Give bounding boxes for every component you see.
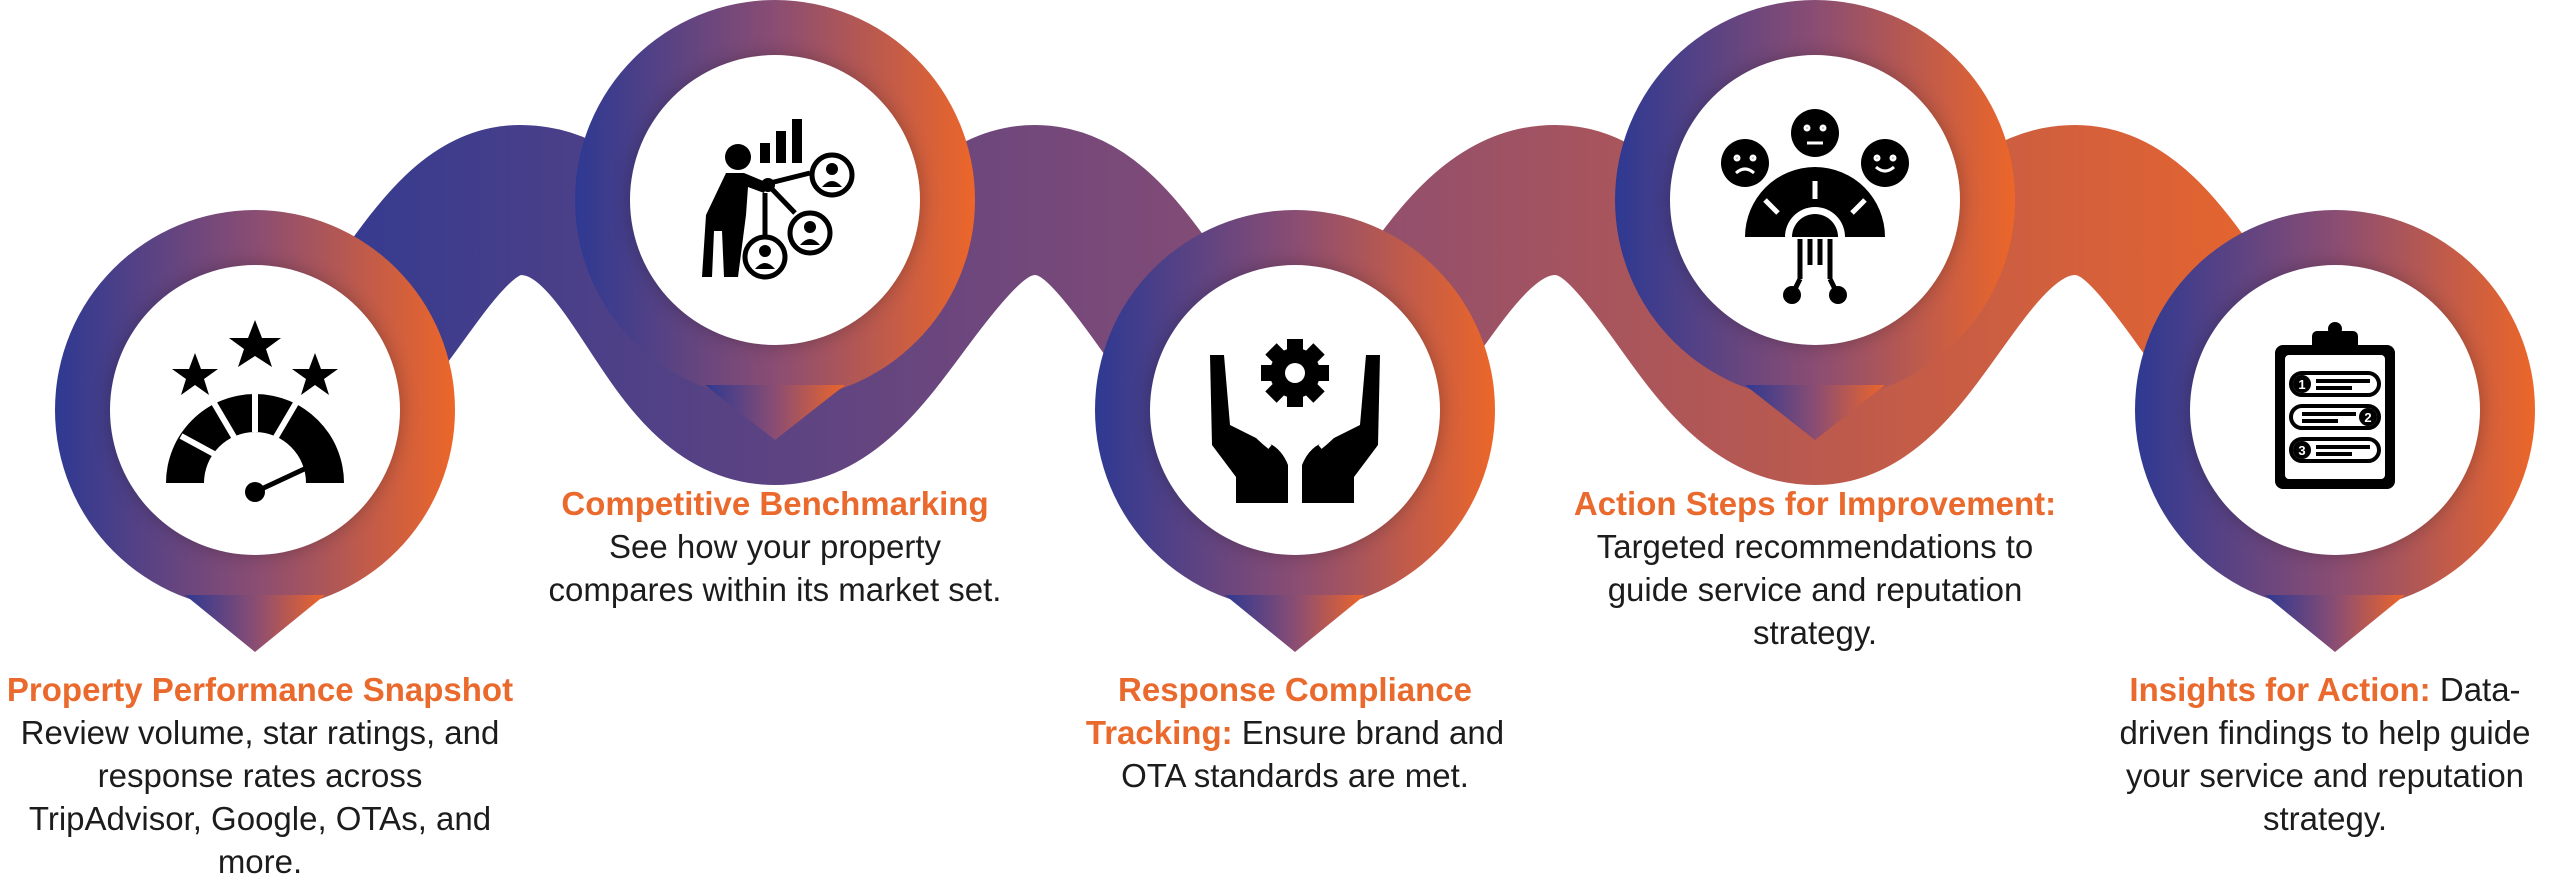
hands-gear-icon	[1210, 339, 1380, 503]
step-2-title: Competitive Benchmarking	[561, 485, 989, 522]
step-2-text: Competitive Benchmarking See how your pr…	[520, 482, 1030, 611]
step-2-body: See how your property compares within it…	[548, 528, 1002, 608]
speedometer-rating-icon	[166, 320, 344, 502]
benchmark-presenter-icon	[702, 119, 855, 280]
svg-text:3: 3	[2298, 443, 2305, 458]
pin-tip-4	[1745, 385, 1885, 440]
step-3-body: Ensure brand and OTA standards are met.	[1121, 714, 1505, 794]
pin-tip-5	[2265, 595, 2405, 652]
svg-text:1: 1	[2298, 377, 2305, 392]
pin-tip-3	[1225, 595, 1365, 652]
svg-text:2: 2	[2364, 410, 2371, 425]
sentiment-gauge-icon	[1721, 109, 1909, 304]
step-5-title: Insights for Action:	[2129, 671, 2431, 708]
icon-circle-1	[110, 265, 400, 555]
icon-circle-3	[1150, 265, 1440, 555]
step-5-body: Data-driven findings to help guide your …	[2119, 671, 2531, 837]
step-3-text: Response Compliance Tracking: Ensure bra…	[1060, 668, 1530, 797]
icon-circle-2	[630, 55, 920, 345]
pin-tip-2	[705, 385, 845, 440]
step-4-text: Action Steps for Improvement: Targeted r…	[1560, 482, 2070, 654]
step-4-title: Action Steps for Improvement:	[1573, 485, 2057, 522]
pin-tip-1	[185, 595, 325, 652]
step-4-body: Targeted recommendations to guide servic…	[1596, 528, 2034, 651]
numbered-checklist-icon: 1 2 3	[2275, 322, 2395, 489]
step-1-text: Property Performance Snapshot Review vol…	[0, 668, 520, 883]
step-5-text: Insights for Action: Data-driven finding…	[2105, 668, 2545, 840]
step-3-title: Response Compliance Tracking:	[1085, 671, 1472, 751]
step-1-body: Review volume, star ratings, and respons…	[20, 714, 500, 880]
icon-circle-4	[1670, 55, 1960, 345]
icon-circle-5: 1 2 3	[2190, 265, 2480, 555]
step-1-title: Property Performance Snapshot	[6, 671, 514, 708]
